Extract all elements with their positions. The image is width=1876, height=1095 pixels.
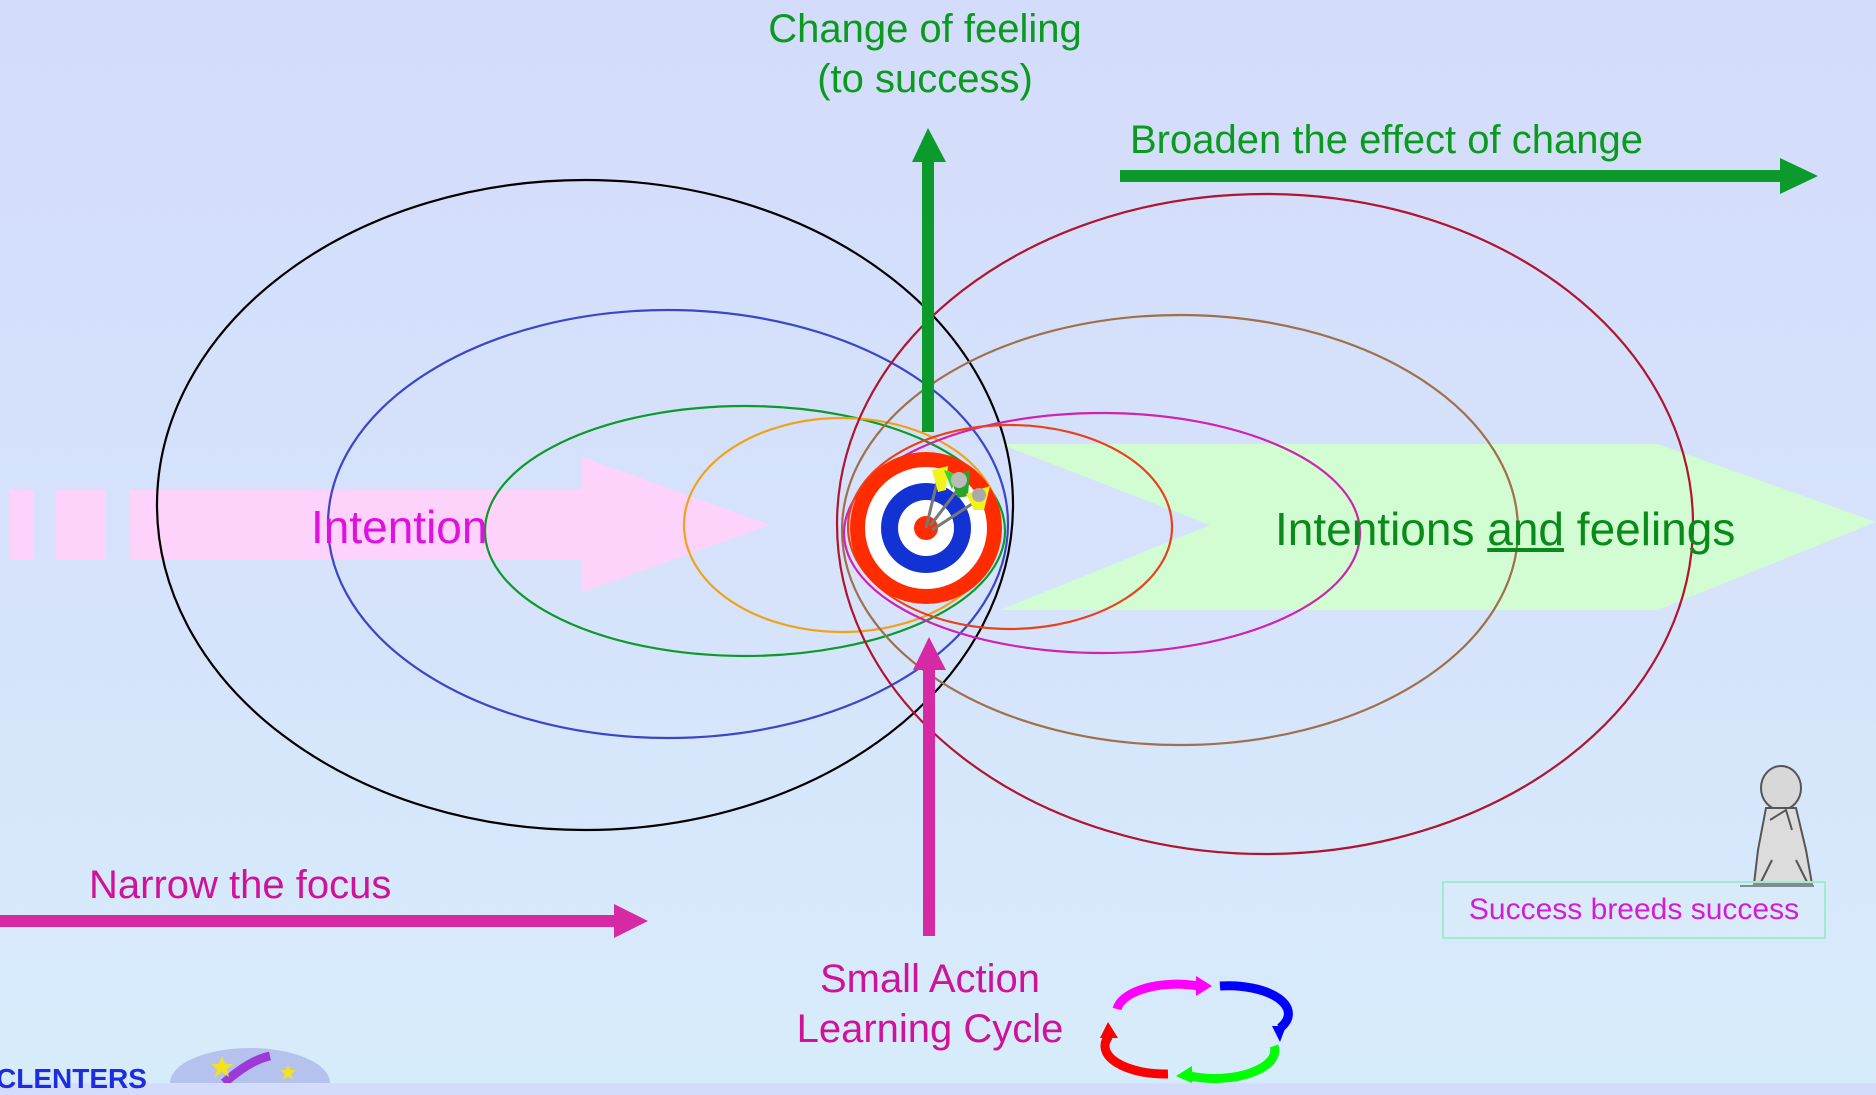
right-ellipse-orange bbox=[846, 423, 1174, 631]
left-ellipse-black bbox=[155, 178, 1015, 832]
small-line2: Learning Cycle bbox=[796, 1007, 1064, 1051]
broaden-arrow bbox=[1120, 158, 1818, 194]
success-badge: Success breeds success bbox=[1442, 881, 1826, 939]
change-feeling-arrow bbox=[912, 128, 946, 432]
right-ellipse-brown bbox=[840, 313, 1520, 747]
feelings-text: feelings bbox=[1564, 503, 1736, 555]
narrow-focus-arrow bbox=[0, 904, 648, 938]
change-of-feeling-label: Change of feeling (to success) bbox=[740, 4, 1110, 104]
change-line2: (to success) bbox=[817, 57, 1033, 101]
right-ellipse-magenta bbox=[842, 411, 1362, 655]
small-action-label: Small Action Learning Cycle bbox=[770, 954, 1090, 1054]
thinker-figure-icon bbox=[1740, 765, 1814, 887]
intentions-feelings-arrow bbox=[1000, 444, 1876, 610]
logo-icon bbox=[170, 1048, 330, 1083]
intentions-feelings-label: Intentions and feelings bbox=[1275, 502, 1735, 556]
change-line1: Change of feeling bbox=[768, 7, 1082, 51]
right-ellipses bbox=[835, 192, 1695, 856]
small-action-arrow bbox=[913, 637, 946, 936]
narrow-focus-label: Narrow the focus bbox=[89, 863, 392, 907]
intention-arrow bbox=[10, 457, 770, 592]
left-ellipse-blue bbox=[326, 308, 1010, 740]
small-line1: Small Action bbox=[819, 957, 1041, 1001]
right-ellipse-crimson bbox=[835, 192, 1695, 856]
intention-label: Intention bbox=[311, 501, 488, 553]
left-ellipse-green bbox=[483, 404, 1007, 658]
broaden-label: Broaden the effect of change bbox=[1130, 118, 1643, 162]
intentions-text: Intentions bbox=[1275, 503, 1488, 555]
darts-icon bbox=[924, 466, 990, 532]
cycle-arrows-icon bbox=[1100, 976, 1293, 1083]
logo-text: CLENTERS bbox=[0, 1063, 147, 1094]
and-text: and bbox=[1487, 503, 1565, 555]
